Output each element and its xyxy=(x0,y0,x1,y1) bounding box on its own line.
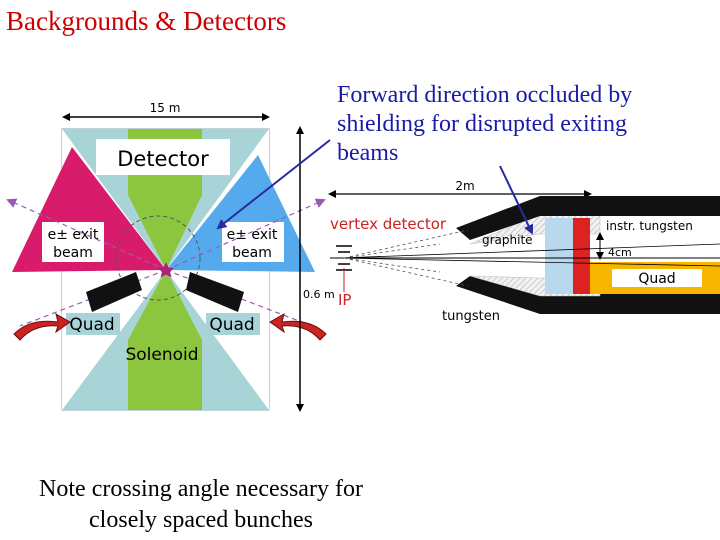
instrumented-block xyxy=(545,218,573,294)
slide-title: Backgrounds & Detectors xyxy=(6,6,287,36)
red-calorimeter-block xyxy=(573,218,590,294)
exit-beam-left-line-2: beam xyxy=(53,245,93,261)
ip-label: IP xyxy=(338,291,351,309)
width-label: 15 m xyxy=(150,101,181,115)
solenoid-label: Solenoid xyxy=(125,345,198,365)
exit-beam-right-line-2: beam xyxy=(232,245,272,261)
shielding-annotation: Forward direction occluded by shielding … xyxy=(337,81,717,168)
size-label: 4cm xyxy=(608,246,632,259)
beam-line-lower xyxy=(339,257,720,267)
solenoid-region xyxy=(128,270,202,410)
quad-left-label: Quad xyxy=(69,315,114,335)
quad-left-magnet xyxy=(86,272,142,312)
quad-block-label: Quad xyxy=(638,271,675,287)
instr-label-bg xyxy=(604,218,694,234)
quad-left-label-bg xyxy=(66,313,120,335)
note-line-1: Note crossing angle necessary for xyxy=(39,476,363,502)
length-label: 2m xyxy=(455,179,474,193)
quad-label-bg xyxy=(612,269,702,287)
exit-beam-right-line-1: e± exit xyxy=(227,227,278,243)
exit-beam-left-line-1: e± exit xyxy=(48,227,99,243)
annotation-line-2: shielding for disrupted exiting xyxy=(337,111,627,137)
quad-right-label-bg xyxy=(206,313,260,335)
height-label: 0.6 m xyxy=(303,288,335,301)
ip-region-circle xyxy=(115,215,201,301)
vertex-detector-label: vertex detector xyxy=(330,215,447,233)
quad-right-magnet xyxy=(186,272,244,312)
ray-down-2 xyxy=(343,257,469,287)
interaction-point-star xyxy=(158,262,174,278)
tungsten-upper-cone xyxy=(456,196,720,240)
beam-line-left-down xyxy=(19,269,167,327)
beam-line-left-up xyxy=(6,198,167,271)
ray-down-1 xyxy=(343,257,441,273)
exit-beam-right-box xyxy=(222,222,284,262)
detector-label: Detector xyxy=(117,147,209,171)
incoming-beam-arrow-right xyxy=(269,312,327,341)
instr-tungsten-label: instr. tungsten xyxy=(606,219,693,233)
detector-cross-section: 15 m Detector e± exit beam e± exit beam xyxy=(6,101,335,412)
crossing-angle-note: Note crossing angle necessary for closel… xyxy=(6,474,396,536)
beam-line-right-down xyxy=(165,269,313,327)
annotation-line-3: beams xyxy=(337,140,399,166)
detector-label-box xyxy=(96,139,230,175)
annotation-arrow-left xyxy=(216,139,331,230)
annotation-line-1: Forward direction occluded by xyxy=(337,82,633,108)
tungsten-label: tungsten xyxy=(442,309,500,324)
ray-up-2 xyxy=(343,243,441,259)
annotation-arrow-right xyxy=(499,165,534,235)
note-line-2: closely spaced bunches xyxy=(89,507,313,533)
quad-right-label: Quad xyxy=(209,315,254,335)
graphite-label: graphite xyxy=(482,233,533,247)
incoming-beam-arrow-left xyxy=(13,312,71,341)
beam-line-upper xyxy=(339,243,720,259)
forward-region-diagram: 2m Quad vertex detector IP xyxy=(328,179,720,324)
